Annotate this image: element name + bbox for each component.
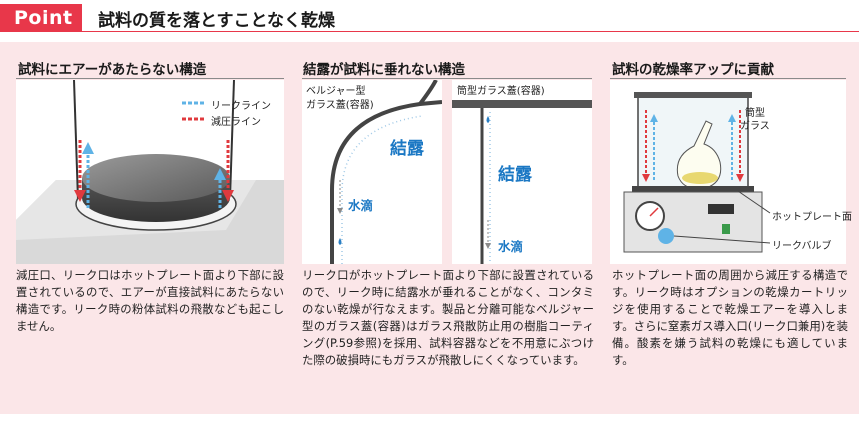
- header: Point 試料の質を落とすことなく乾燥: [0, 0, 859, 36]
- leak-line-arrow-left: [82, 142, 94, 208]
- drip-label-left: 水滴: [348, 198, 374, 213]
- vacuum-line-arrow-right: [222, 140, 234, 202]
- section-3-title: 試料の乾燥率アップに貢献: [612, 62, 774, 78]
- condensation-label-left: 結露: [390, 139, 424, 159]
- section-3-illustration: [610, 80, 846, 264]
- page-title: 試料の質を落とすことなく乾燥: [98, 11, 335, 31]
- cylinder-illustration: [452, 80, 592, 264]
- condensation-label-right: 結露: [498, 165, 532, 185]
- drip-label-right: 水滴: [498, 239, 524, 254]
- glass-label-1: 筒型: [745, 108, 765, 119]
- vacuum-dryer-diagram: [623, 92, 771, 253]
- cylinder-condensation-diagram: [452, 100, 592, 264]
- section-3-body: ホットプレート面の周囲から減圧する構造です。リーク時はオプションの乾燥カートリッ…: [612, 268, 848, 367]
- section-2-body: リーク口がホットプレート面より下部に設置されているので、リーク時に結露水が垂れる…: [302, 268, 594, 367]
- section-1-title: 試料にエアーがあたらない構造: [18, 62, 207, 78]
- pressure-gauge-icon: [635, 201, 665, 231]
- belljar-condensation-diagram: [330, 80, 442, 264]
- section-2-divider: [302, 78, 592, 79]
- section-1-illustration: [16, 80, 284, 264]
- hotplate-airflow-diagram: [16, 80, 284, 264]
- leak-line-arrow-right: [214, 168, 226, 208]
- belljar-label-1: ベルジャー型: [306, 86, 366, 97]
- cylinder-label: 筒型ガラス蓋(容器): [457, 86, 545, 97]
- belljar-label-2: ガラス蓋(容器): [306, 100, 374, 111]
- header-divider: [82, 31, 859, 32]
- leak-valve-label: リークバルブ: [772, 241, 832, 252]
- section-3-divider: [610, 78, 846, 79]
- section-1-body: 減圧口、リーク口はホットプレート面より下部に設置されているので、エアーが直接試料…: [16, 268, 284, 333]
- point-badge: Point: [0, 4, 82, 32]
- legend-vacuum-label: 減圧ライン: [211, 117, 261, 128]
- section-2-title: 結露が試料に垂れない構造: [303, 62, 465, 78]
- hotplate-label: ホットプレート面: [772, 212, 852, 223]
- vacuum-line-arrow-left: [74, 140, 86, 202]
- legend-leak-label: リークライン: [211, 101, 271, 112]
- belljar-illustration: [302, 80, 442, 264]
- section-1-divider: [16, 78, 284, 79]
- leak-valve-icon: [658, 228, 674, 244]
- glass-label-2: ガラス: [740, 121, 770, 132]
